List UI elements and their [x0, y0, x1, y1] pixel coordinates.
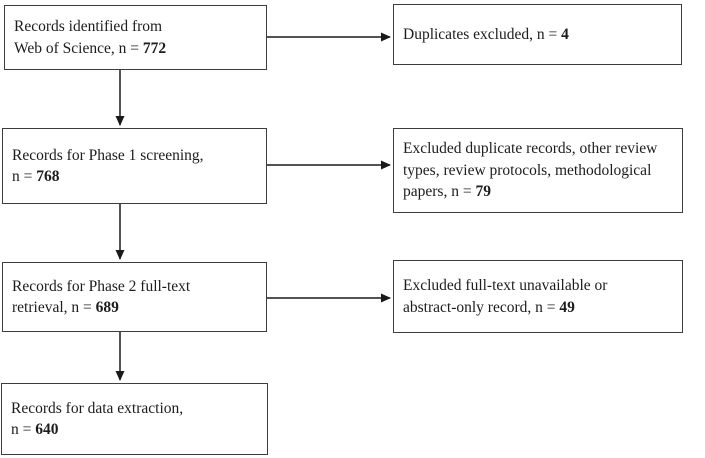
- box-phase1-screening: Records for Phase 1 screening, n = 768: [2, 128, 267, 204]
- box-text-line: Excluded full-text unavailable or: [403, 277, 608, 294]
- count-value: 79: [475, 183, 491, 201]
- box-text-line: Records for Phase 1 screening,: [12, 146, 204, 164]
- box-text-line: Records for data extraction,: [11, 399, 184, 417]
- count-value: 640: [35, 421, 59, 438]
- box-text-line: retrieval, n = 689: [12, 299, 119, 316]
- box-text-line: n = 640: [11, 421, 59, 438]
- box-data-extraction: Records for data extraction, n = 640: [1, 383, 268, 455]
- box-excluded-phase1: Excluded duplicate records, other review…: [393, 128, 683, 213]
- box-phase2-fulltext-retrieval: Records for Phase 2 full-text retrieval,…: [2, 262, 267, 332]
- box-text-line: papers, n = 79: [403, 183, 491, 201]
- box-duplicates-excluded: Duplicates excluded, n = 4: [393, 4, 682, 65]
- box-text-line: Records identified from: [14, 18, 163, 35]
- box-records-identified: Records identified from Web of Science, …: [4, 5, 267, 70]
- count-value: 689: [95, 299, 119, 316]
- count-value: 49: [559, 298, 575, 316]
- box-text-line: types, review protocols, methodological: [403, 161, 652, 179]
- count-value: 772: [142, 39, 167, 57]
- box-text-line: Duplicates excluded, n = 4: [403, 25, 569, 43]
- box-text-line: abstract-only record, n = 49: [403, 298, 575, 316]
- box-text-line: Records for Phase 2 full-text: [12, 277, 191, 295]
- count-value: 768: [36, 168, 60, 185]
- box-excluded-phase2: Excluded full-text unavailable or abstra…: [393, 260, 683, 333]
- box-text-line: Excluded duplicate records, other review: [403, 140, 658, 158]
- box-text-line: n = 768: [12, 168, 60, 185]
- box-text-line: Web of Science, n = 772: [14, 39, 167, 57]
- count-value: 4: [561, 25, 569, 43]
